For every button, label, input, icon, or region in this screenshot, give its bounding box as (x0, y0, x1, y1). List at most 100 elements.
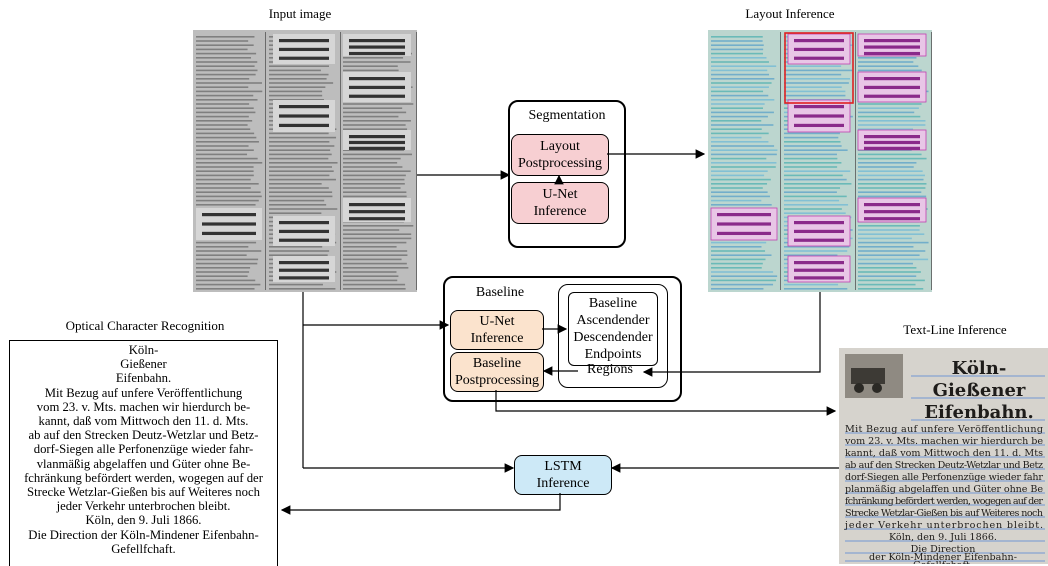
scan-text-line (269, 191, 333, 193)
scan-text-line (784, 174, 843, 177)
scan-text-line (711, 241, 767, 244)
scan-text-line (269, 166, 333, 168)
scan-text-line (269, 78, 327, 80)
scan-headline-text (794, 268, 844, 272)
scan-headline-text (864, 140, 920, 145)
scan-text-line (269, 212, 322, 214)
scan-headline-text (794, 276, 844, 280)
scan-text-line (196, 153, 248, 156)
scan-text-line (269, 246, 323, 248)
ocr-line: Mit Bezug auf unfere Veröffentlichung (44, 385, 243, 400)
scan-text-line (196, 86, 249, 88)
scan-text-line (269, 65, 329, 67)
ocr-line: Gießener (120, 357, 167, 372)
textline-crop-text: fchränkung befördert werden, wogegen auf… (845, 496, 1043, 507)
ocr-line: Strecke Wetzlar-Gießen bis auf Weiteres … (27, 485, 260, 500)
scan-text-line (711, 48, 764, 51)
scan-text-line (196, 178, 251, 181)
lstm-inference-node: LSTM Inference (514, 455, 612, 495)
scan-text-line (784, 187, 841, 189)
scan-text-line (711, 183, 768, 185)
scan-text-line (269, 162, 338, 164)
scan-text-line (343, 279, 398, 282)
scan-text-line (711, 178, 771, 181)
scan-text-line (196, 174, 254, 177)
scan-text-line (711, 162, 777, 164)
textline-crop-text: Köln- (952, 358, 1007, 379)
scan-headline-text (794, 123, 844, 128)
scan-text-line (784, 132, 840, 135)
scan-text-line (858, 120, 926, 122)
scan-text-line (269, 208, 338, 210)
scan-text-line (711, 262, 763, 265)
scan-text-line (858, 183, 927, 185)
scan-text-line (711, 128, 762, 130)
scan-text-line (269, 204, 327, 206)
scan-text-line (784, 73, 842, 76)
scan-headline-text (794, 221, 844, 225)
input-image-title: Input image (268, 6, 332, 21)
scan-text-line (858, 191, 922, 193)
scan-text-line (269, 187, 329, 189)
scan-text-line (269, 195, 333, 198)
scan-headline-text (349, 51, 405, 56)
scan-text-line (784, 212, 846, 214)
scan-text-line (196, 57, 252, 59)
scan-text-line (784, 183, 852, 185)
baseline-unet-line1: U-Net (479, 314, 515, 329)
scan-text-line (858, 241, 929, 244)
scan-text-line (196, 162, 263, 164)
scan-text-line (784, 250, 848, 252)
scan-text-line (711, 90, 764, 93)
scan-text-line (711, 52, 763, 55)
scan-text-line (711, 283, 774, 286)
scan-text-line (196, 241, 257, 244)
scan-text-line (858, 187, 926, 189)
scan-text-line (343, 183, 405, 185)
scan-text-line (858, 174, 925, 177)
textline-crop-text: Gefellfchaft. (913, 560, 973, 564)
scan-text-line (196, 36, 255, 38)
scan-text-line (196, 107, 254, 109)
scan-text-line (196, 183, 259, 185)
scan-text-line (858, 279, 925, 282)
scan-text-line (196, 40, 249, 42)
scan-text-line (343, 233, 412, 235)
scan-text-line (269, 90, 323, 93)
scan-text-line (711, 132, 769, 135)
scan-text-line (711, 166, 776, 168)
scan-text-line (858, 107, 919, 109)
scan-text-line (711, 86, 769, 88)
baseline-outputs-node: Baseline Ascendender Descendender Endpoi… (568, 292, 658, 366)
scan-headline-text (279, 238, 329, 242)
baseline-regions-label: Regions (587, 362, 633, 377)
scan-text-line (343, 107, 403, 109)
selected-region-outline (784, 32, 854, 104)
scan-text-line (711, 254, 772, 256)
scan-text-line (343, 225, 414, 227)
scan-text-line (343, 237, 412, 240)
scan-headline-text (794, 39, 844, 43)
scan-text-line (784, 288, 848, 290)
scan-text-line (343, 61, 411, 63)
scan-text-line (196, 195, 262, 198)
scan-text-line (784, 195, 847, 198)
ocr-line: kannt, daß vom Mittwoch den 11. d. Mts. (38, 414, 249, 429)
scan-text-line (343, 229, 400, 231)
scan-text-line (269, 250, 330, 252)
scan-text-line (784, 86, 842, 88)
textline-crop-text: dorf-Siegen alle Perfonenzüge wieder fah… (845, 472, 1043, 483)
baseline-postprocessing-line2: Postprocessing (455, 373, 539, 388)
ocr-line: jeder Verkehr unterbrochen bleibt. (56, 499, 231, 514)
scan-text-line (196, 99, 258, 101)
scan-headline-text (864, 45, 920, 49)
scan-headline-text (864, 135, 920, 139)
segmentation-title: Segmentation (528, 108, 606, 123)
scan-text-line (711, 111, 774, 114)
scan-text-line (269, 174, 330, 177)
layout-inference-title: Layout Inference (745, 6, 835, 21)
scan-text-line (711, 57, 767, 59)
scan-text-line (711, 78, 775, 80)
scan-headline-text (349, 140, 405, 145)
